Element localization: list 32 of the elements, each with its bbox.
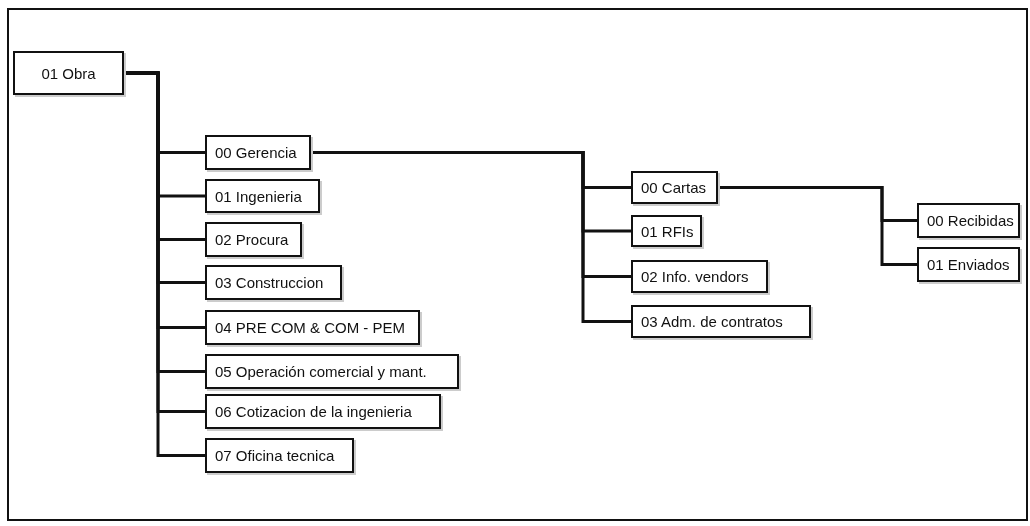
folder-label: 01 RFIs [641,222,694,240]
connector-line [718,186,917,266]
folder-label: 00 Recibidas [927,212,1014,229]
folder-label: 01 Ingenieria [215,187,302,205]
folder-box [631,215,702,247]
folder-box [205,438,354,473]
folder-label: 05 Operación comercial y mant. [215,363,427,380]
folder-box [205,135,311,170]
folder-box [205,394,441,429]
folder-label: 00 Cartas [641,179,707,196]
folder-label: 03 Construccion [215,274,324,291]
folder-box [205,179,320,213]
folder-box [205,265,342,300]
folder-label: 02 Procura [215,231,289,248]
folder-label: 00 Gerencia [215,144,297,161]
folder-label: 03 Adm. de contratos [641,313,783,330]
folder-label: 01 Obra [41,64,96,82]
folder-label: 07 Oficina tecnica [215,447,335,464]
folder-box [13,51,124,95]
folder-label: 06 Cotizacion de la ingenieria [215,403,412,420]
folder-label: 04 PRE COM & COM - PEM [215,319,406,336]
folder-box [631,260,768,293]
folder-box [917,203,1020,238]
folder-box [205,310,420,345]
folder-box [631,305,811,338]
folder-box [631,171,718,204]
folder-box [205,354,459,389]
folder-box [917,247,1020,282]
folder-box [205,222,302,257]
folder-label: 02 Info. vendors [641,268,749,285]
folder-label: 01 Enviados [927,256,1010,273]
connector-line [311,151,631,323]
